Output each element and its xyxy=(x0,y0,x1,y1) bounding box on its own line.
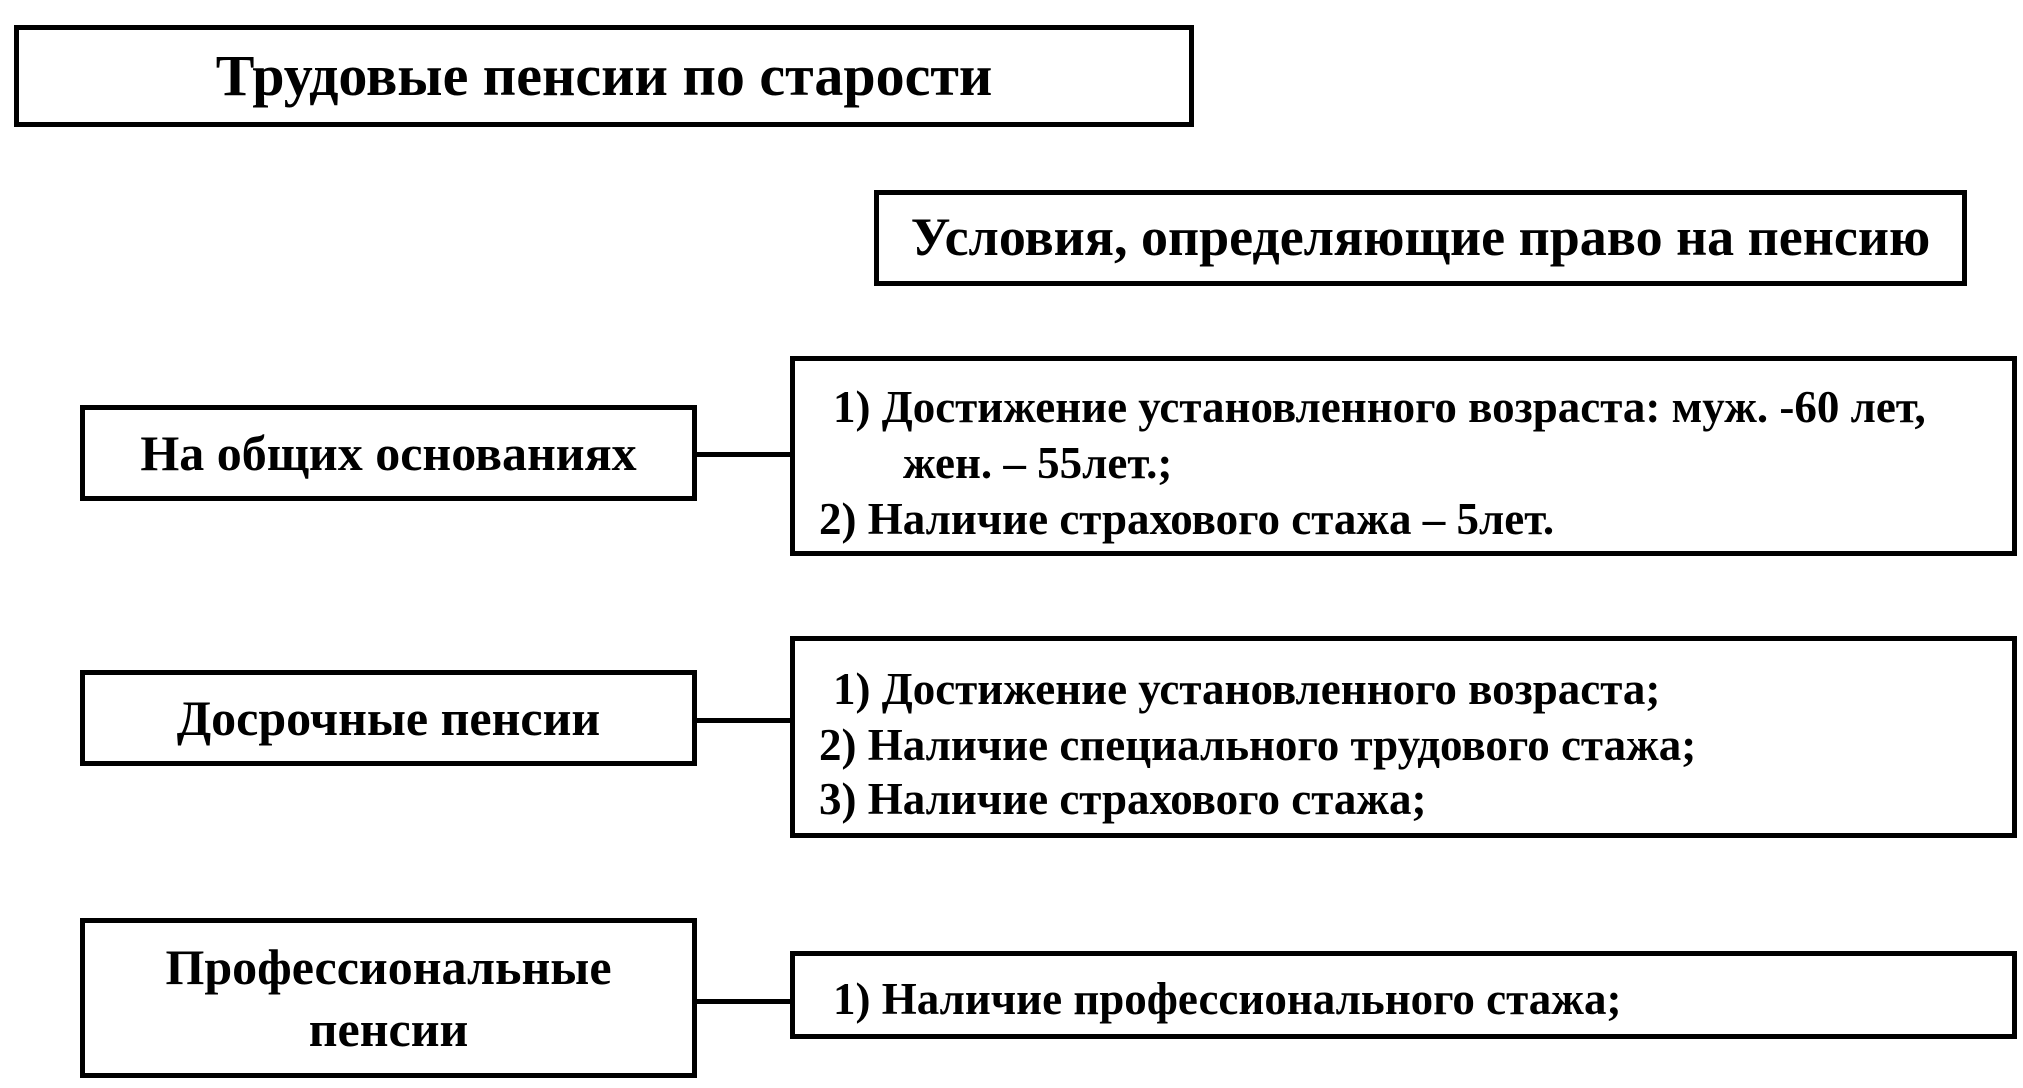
category-label-general: На общих основаниях xyxy=(140,424,637,481)
condition-item: 1) Достижение установленного возраста; xyxy=(833,664,1661,714)
category-label-professional-line2: пенсии xyxy=(308,1001,469,1057)
category-label-professional-line1: Профессиональные xyxy=(165,938,612,995)
condition-item: жен. – 55лет.; xyxy=(903,438,1173,488)
connector-professional xyxy=(697,999,791,1004)
category-box-general: На общих основаниях xyxy=(80,405,697,501)
title-box: Трудовые пенсии по старости xyxy=(14,25,1194,127)
condition-item: 3) Наличие страхового стажа; xyxy=(819,774,1427,824)
category-box-professional: Профессиональные пенсии xyxy=(80,918,697,1078)
condition-item: 2) Наличие страхового стажа – 5лет. xyxy=(819,494,1555,544)
conditions-header: Условия, определяющие право на пенсию xyxy=(910,207,1931,268)
connector-early xyxy=(697,718,791,723)
condition-item: 1) Достижение установленного возраста: м… xyxy=(833,382,1926,432)
condition-item: 2) Наличие специального трудового стажа; xyxy=(819,720,1697,770)
connector-general xyxy=(697,452,791,457)
condition-item: 1) Наличие профессионального стажа; xyxy=(833,974,1622,1024)
conditions-box-general: 1) Достижение установленного возраста: м… xyxy=(790,356,2017,556)
conditions-header-box: Условия, определяющие право на пенсию xyxy=(874,190,1967,286)
category-label-early: Досрочные пенсии xyxy=(176,689,601,746)
category-box-early: Досрочные пенсии xyxy=(80,670,697,766)
conditions-box-professional: 1) Наличие профессионального стажа; xyxy=(790,951,2017,1039)
diagram-title: Трудовые пенсии по старости xyxy=(215,43,993,109)
conditions-box-early: 1) Достижение установленного возраста; 2… xyxy=(790,636,2017,838)
